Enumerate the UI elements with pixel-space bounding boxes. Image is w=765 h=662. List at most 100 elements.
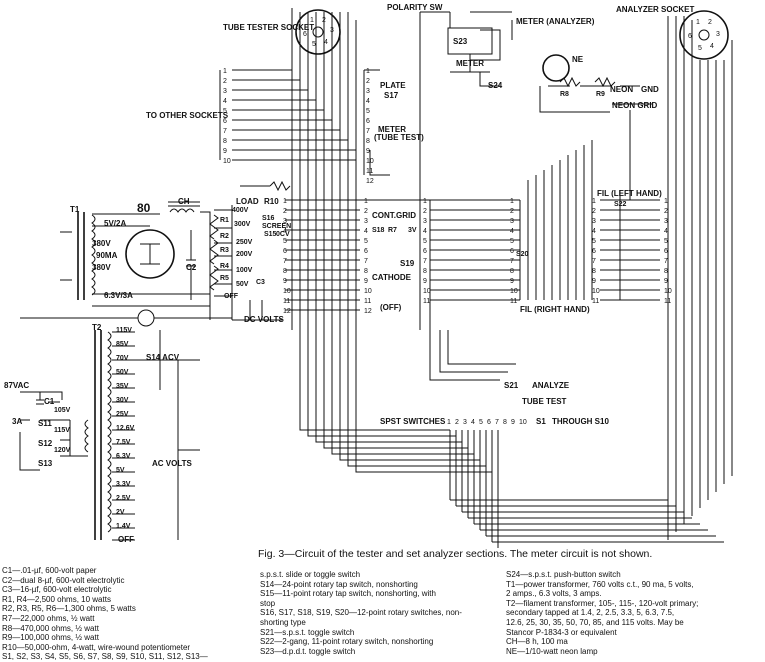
r8-label: R8 xyxy=(560,91,569,98)
pin-number: 10 xyxy=(283,288,291,295)
tap-label: 6.3V xyxy=(116,453,131,460)
legend-item: R7—22,000 ohms, ½ watt xyxy=(2,613,95,623)
87vac-label: 87VAC xyxy=(4,381,29,390)
s18-label: S18 xyxy=(372,227,385,234)
neon-label: NEON xyxy=(610,85,633,94)
legend-item: S24—s.p.s.t. push-button switch xyxy=(506,570,621,579)
legend-item: S23—d.p.d.t. toggle switch xyxy=(260,646,356,656)
pin-number: 2 xyxy=(364,208,368,215)
pin-number: 2 xyxy=(664,208,668,215)
pin-number: 11 xyxy=(592,298,599,305)
legend-item: 2 amps., 6.3 volts, 3 amps. xyxy=(506,589,602,599)
socket-pin: 6 xyxy=(303,31,307,38)
pin-number: 10 xyxy=(592,288,600,295)
spst-numbers: 1 2 3 4 5 6 7 8 9 10 xyxy=(447,419,527,426)
mid-left-pin-column: 1 2 3 4 5 6 7 8 9 10 11 12 xyxy=(283,198,291,315)
r5-label: R5 xyxy=(220,275,229,282)
t2-tap-labels: 115V 85V 70V 50V 35V 30V 25V 12.6V 7.5V … xyxy=(116,327,135,530)
plate-label: PLATE xyxy=(380,81,406,90)
c3-label: C3 xyxy=(256,279,265,286)
t1-380v-a-label: 380V xyxy=(92,239,111,248)
analyzer-socket xyxy=(679,10,729,60)
tap-label: 7.5V xyxy=(116,439,131,446)
socket-pin: 2 xyxy=(322,17,326,24)
analyzer-socket-pins: 1 2 3 4 5 6 xyxy=(688,19,720,52)
spst-number: 10 xyxy=(519,419,527,426)
s12-label: S12 xyxy=(38,439,53,448)
pin-number: 1 xyxy=(510,198,514,205)
t2-label: T2 xyxy=(92,323,102,332)
pin-number: 4 xyxy=(423,228,427,235)
pin-number: 2 xyxy=(366,78,370,85)
pin-number: 1 xyxy=(364,198,368,205)
legend-item: R1, R4—2,500 ohms, 10 watts xyxy=(2,594,111,604)
pin-number: 5 xyxy=(510,238,514,245)
pin-number: 1 xyxy=(423,198,427,205)
t1-label: T1 xyxy=(70,205,80,214)
legend-item: shorting type xyxy=(260,617,306,627)
fil-left-label: FIL (LEFT HAND) xyxy=(597,189,662,198)
r7-label: R7 xyxy=(388,227,397,234)
pin-number: 10 xyxy=(664,288,672,295)
pin-number: 9 xyxy=(510,278,514,285)
s13-label: S13 xyxy=(38,459,53,468)
pin-number: 7 xyxy=(592,258,596,265)
s19-label: S19 xyxy=(400,259,415,268)
pin-number: 6 xyxy=(423,248,427,255)
pin-number: 4 xyxy=(283,228,287,235)
fil-right-label: FIL (RIGHT HAND) xyxy=(520,305,590,314)
through-s10-label: THROUGH S10 xyxy=(552,417,609,426)
pin-number: 1 xyxy=(664,198,668,205)
tap-off-label: OFF xyxy=(224,293,239,300)
pin-number: 7 xyxy=(510,258,514,265)
legend-item: C2—dual 8-µf, 600-volt electrolytic xyxy=(2,575,125,585)
3v-label: 3V xyxy=(408,227,417,234)
socket-pin: 5 xyxy=(698,45,702,52)
tap-label: 85V xyxy=(116,341,129,348)
pin-number: 7 xyxy=(664,258,668,265)
pin-number: 11 xyxy=(366,168,373,175)
spst-number: 1 xyxy=(447,419,451,426)
pin-number: 5 xyxy=(283,238,287,245)
r1-label: R1 xyxy=(220,217,229,224)
legend-item: CH—8 h, 100 ma xyxy=(506,637,568,647)
pin-number: 3 xyxy=(423,218,427,225)
pin-number: 11 xyxy=(664,298,671,305)
legend-item: S14—24-point rotary tap switch, nonshort… xyxy=(260,579,418,589)
legend-item: s.p.s.t. slide or toggle switch xyxy=(260,570,361,579)
legend-item: R2, R3, R5, R6—1,300 ohms, 5 watts xyxy=(2,604,136,614)
tap-label: 2V xyxy=(116,509,125,516)
pin-number: 9 xyxy=(364,278,368,285)
pin-number: 6 xyxy=(364,248,368,255)
parts-list-middle: s.p.s.t. slide or toggle switch S14—24-p… xyxy=(260,570,462,656)
pin-number: 4 xyxy=(223,98,227,105)
pin-number: 11 xyxy=(510,298,517,305)
legend-item: T2—filament transformer, 105-, 115-, 120… xyxy=(506,598,699,608)
legend-item: 12.6, 25, 30, 35, 50, 70, 85, and 115 vo… xyxy=(506,617,684,627)
tester-socket-pins: 1 2 3 4 5 6 xyxy=(303,17,334,48)
ocv-label: 0CV xyxy=(276,231,290,238)
pin-number: 8 xyxy=(366,138,370,145)
s24-label: S24 xyxy=(488,81,503,90)
left-pin-column: 1 2 3 4 5 6 7 8 9 10 xyxy=(223,68,231,165)
pin-number: 3 xyxy=(664,218,668,225)
tap-300v-label: 300V xyxy=(234,221,251,228)
pin-number: 5 xyxy=(664,238,668,245)
meter-analyzer-label: METER (ANALYZER) xyxy=(516,17,595,26)
spst-number: 9 xyxy=(511,419,515,426)
meter-tube-test-label-2: (TUBE TEST) xyxy=(374,133,424,142)
pin-number: 4 xyxy=(366,98,370,105)
r4-label: R4 xyxy=(220,263,229,270)
cont-grid-label: CONT.GRID xyxy=(372,211,416,220)
legend-item: NE—1/10-watt neon lamp xyxy=(506,646,598,656)
pin-number: 10 xyxy=(366,158,374,165)
ac-volts-label: AC VOLTS xyxy=(152,459,193,468)
pin-number: 10 xyxy=(364,288,372,295)
pin-number: 2 xyxy=(592,208,596,215)
tap-400v-label: 400V xyxy=(232,207,249,214)
s23-label: S23 xyxy=(453,37,468,46)
3a-fuse-label: 3A xyxy=(12,417,22,426)
socket-pin: 1 xyxy=(310,17,314,24)
pin-number: 3 xyxy=(364,218,368,225)
legend-item: S16, S17, S18, S19, S20—12-point rotary … xyxy=(260,608,462,618)
